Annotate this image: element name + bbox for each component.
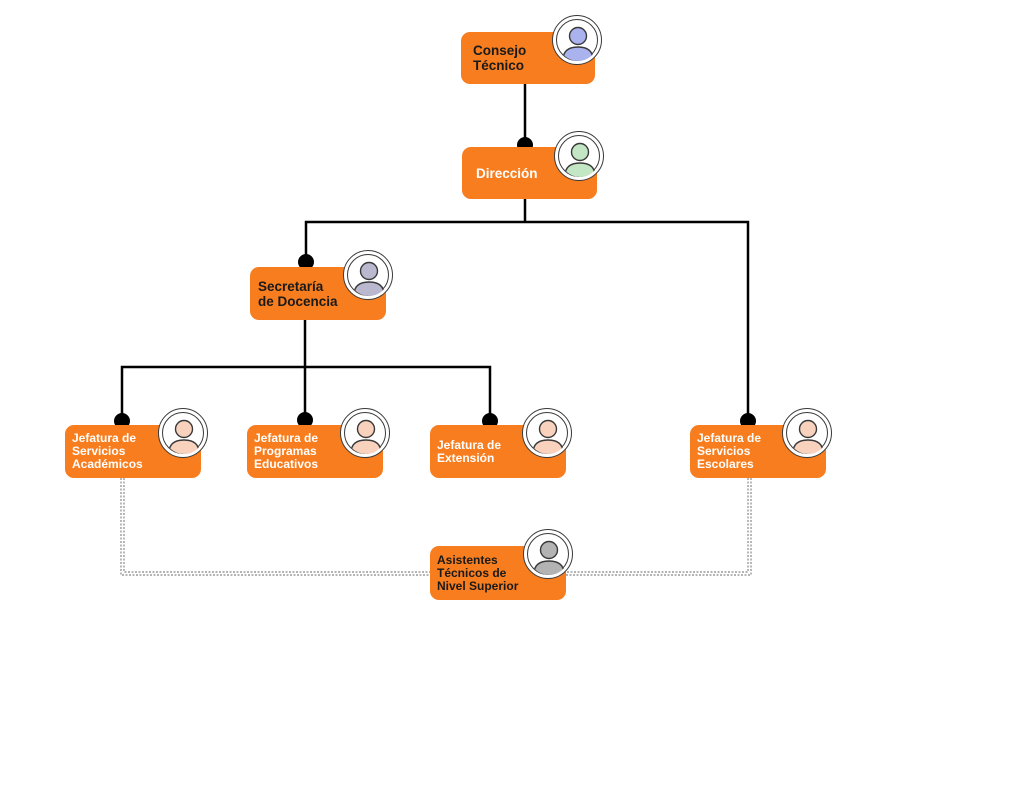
node-label: Jefatura de Servicios Académicos <box>72 431 143 471</box>
avatar-icon <box>158 408 208 458</box>
avatar-icon <box>782 408 832 458</box>
person-silhouette-icon <box>564 142 596 177</box>
person-body-icon <box>168 439 200 454</box>
avatar-icon <box>523 529 573 579</box>
person-body-icon <box>792 439 824 454</box>
person-body-icon <box>353 281 385 296</box>
person-head-icon <box>359 261 379 281</box>
avatar-icon <box>522 408 572 458</box>
dashed-link-escolares-asistentes <box>566 478 752 576</box>
person-silhouette-icon <box>792 419 824 454</box>
avatar-icon <box>343 250 393 300</box>
node-label: Asistentes Técnicos de Nivel Superior <box>437 552 519 593</box>
node-label: Jefatura de Servicios Escolares <box>697 431 762 471</box>
dashed-link-academicos-asistentes <box>120 478 432 576</box>
person-body-icon <box>533 560 565 575</box>
link-direccion-secretaria <box>304 220 525 262</box>
person-head-icon <box>798 419 818 439</box>
person-body-icon <box>562 46 594 61</box>
person-silhouette-icon <box>532 419 564 454</box>
node-label: Consejo Técnico <box>473 43 527 73</box>
person-head-icon <box>356 419 376 439</box>
dot-programas <box>297 412 313 428</box>
person-silhouette-icon <box>562 26 594 61</box>
person-body-icon <box>564 162 596 177</box>
node-label: Jefatura de Programas Educativos <box>254 431 319 471</box>
dashed-link-escolares-asistentes-inner <box>566 478 749 573</box>
dot-secretaria <box>298 254 314 270</box>
person-silhouette-icon <box>533 540 565 575</box>
avatar-icon <box>554 131 604 181</box>
person-silhouette-icon <box>353 261 385 296</box>
person-head-icon <box>570 142 590 162</box>
person-head-icon <box>568 26 588 46</box>
dashed-links <box>120 478 752 576</box>
person-head-icon <box>538 419 558 439</box>
node-label: Jefatura de Extensión <box>437 437 502 465</box>
avatar-icon <box>552 15 602 65</box>
avatar-icon <box>340 408 390 458</box>
dashed-link-academicos-asistentes-inner <box>123 478 432 573</box>
node-label: Secretaría de Docencia <box>258 278 338 309</box>
person-head-icon <box>539 540 559 560</box>
link-direccion-escolares <box>525 220 750 421</box>
solid-links <box>120 84 750 421</box>
person-silhouette-icon <box>350 419 382 454</box>
node-label: Dirección <box>476 165 538 181</box>
person-silhouette-icon <box>168 419 200 454</box>
person-head-icon <box>174 419 194 439</box>
connector-dots <box>114 137 756 429</box>
person-body-icon <box>532 439 564 454</box>
person-body-icon <box>350 439 382 454</box>
